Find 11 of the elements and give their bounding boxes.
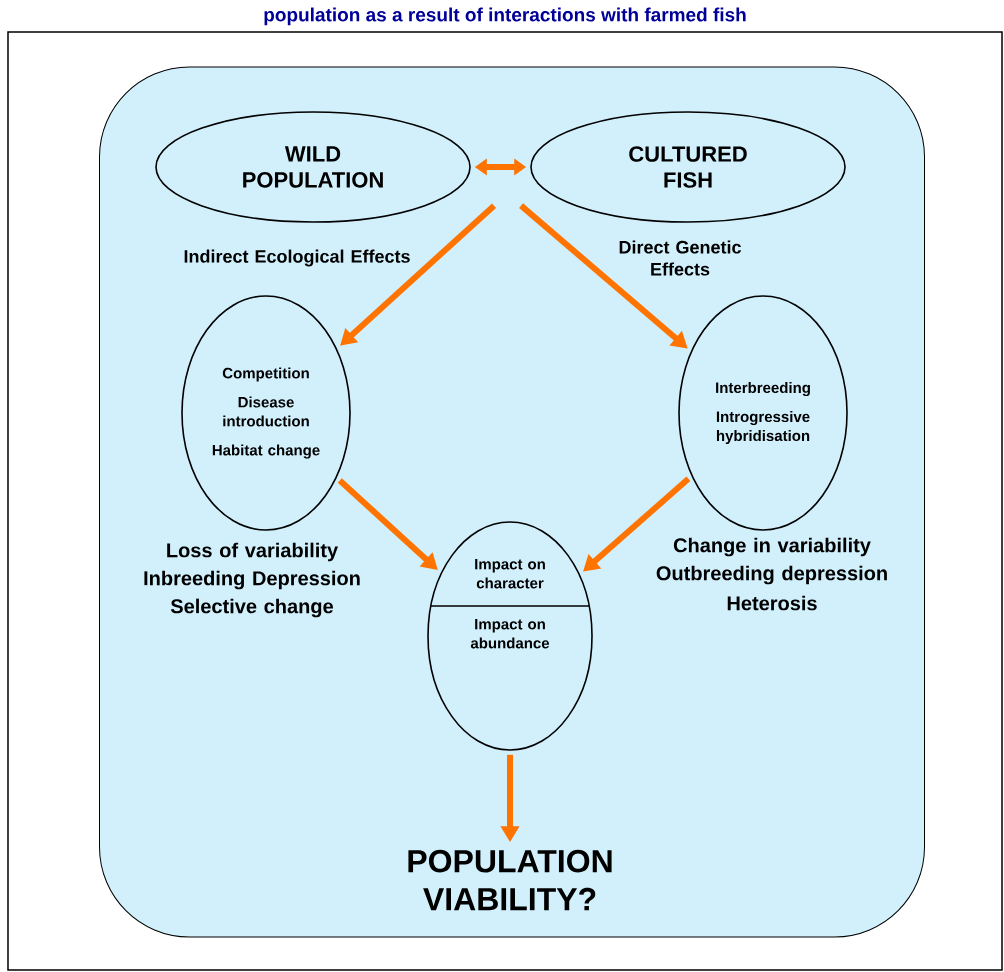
label-text: Selective change — [170, 598, 333, 618]
outcome-text: POPULATION VIABILITY? — [408, 849, 612, 911]
label-text: Inbreeding Depression — [144, 570, 360, 590]
arrow — [583, 476, 691, 572]
label-text: Indirect Ecological Effects — [184, 249, 410, 267]
label-text: Direct Genetic Effects — [619, 240, 741, 276]
panel-background — [99, 66, 925, 938]
title: population as a result of interactions with farmed fish — [264, 7, 746, 26]
arrow — [340, 203, 497, 346]
label-text: Heterosis — [727, 595, 817, 611]
label-text: Outbreeding depression — [656, 565, 887, 585]
